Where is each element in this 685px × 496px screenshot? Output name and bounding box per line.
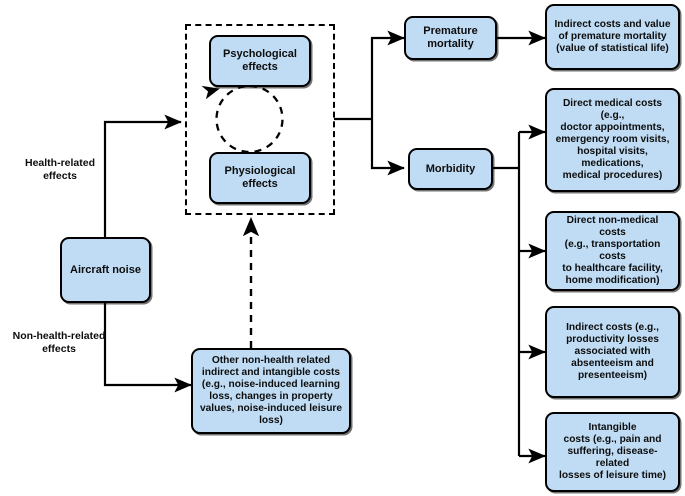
node-premature-mortality-label: Premature mortality <box>423 25 478 50</box>
node-direct-medical-costs[interactable]: Direct medical costs (e.g., doctor appoi… <box>545 88 680 192</box>
node-other-non-health-costs[interactable]: Other non-health related indirect and in… <box>191 348 351 434</box>
node-indirect-costs-mortality-label: Indirect costs and value of premature mo… <box>554 18 671 55</box>
node-indirect-costs-morbidity[interactable]: Indirect costs (e.g., productivity losse… <box>545 306 680 398</box>
node-direct-non-medical-costs[interactable]: Direct non-medical costs (e.g., transpor… <box>545 211 680 291</box>
effects-group-container <box>185 24 335 215</box>
caption-non-health-related-effects: Non-health-related effects <box>12 330 106 356</box>
node-premature-mortality[interactable]: Premature mortality <box>404 16 497 60</box>
node-intangible-costs-label: Intangible costs (e.g., pain and sufferi… <box>558 421 666 482</box>
node-psychological-effects-label: Psychological effects <box>223 48 297 73</box>
node-morbidity[interactable]: Morbidity <box>408 148 493 190</box>
node-intangible-costs[interactable]: Intangible costs (e.g., pain and sufferi… <box>545 412 680 492</box>
node-morbidity-label: Morbidity <box>425 162 476 175</box>
caption-health-related-effects: Health-related effects <box>24 157 96 183</box>
node-physiological-effects-label: Physiological effects <box>224 165 296 190</box>
node-physiological-effects[interactable]: Physiological effects <box>209 152 311 204</box>
node-direct-non-medical-costs-label: Direct non-medical costs (e.g., transpor… <box>562 214 663 287</box>
node-indirect-costs-mortality[interactable]: Indirect costs and value of premature mo… <box>545 4 680 70</box>
node-aircraft-noise-label: Aircraft noise <box>70 263 141 276</box>
node-indirect-costs-morbidity-label: Indirect costs (e.g., productivity losse… <box>566 321 659 382</box>
node-other-non-health-costs-label: Other non-health related indirect and in… <box>199 354 343 427</box>
node-aircraft-noise[interactable]: Aircraft noise <box>60 237 151 303</box>
node-psychological-effects[interactable]: Psychological effects <box>209 35 311 87</box>
node-direct-medical-costs-label: Direct medical costs (e.g., doctor appoi… <box>555 97 670 182</box>
